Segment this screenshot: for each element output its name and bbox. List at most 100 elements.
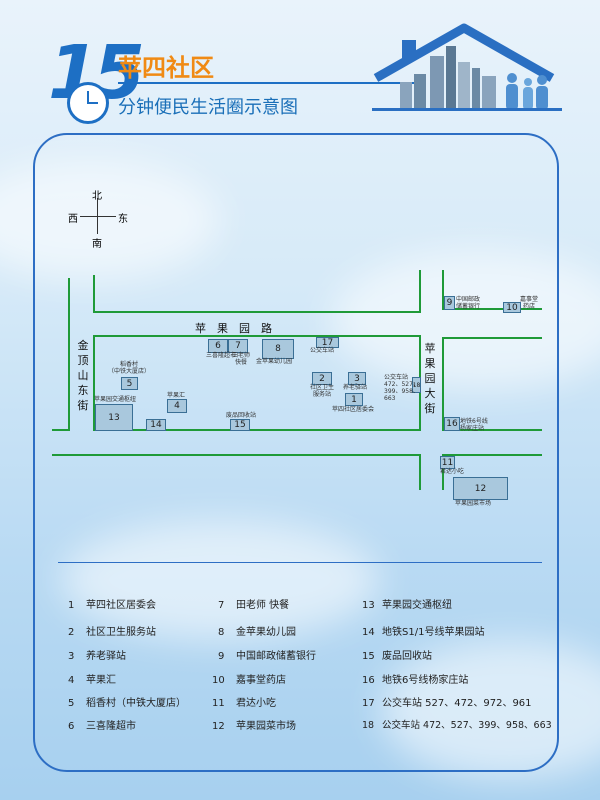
legend-num: 3 — [68, 651, 75, 662]
compass-west: 西 — [68, 214, 78, 225]
legend-text: 社区卫生服务站 — [86, 627, 156, 638]
legend-num: 6 — [68, 721, 75, 732]
legend-num: 12 — [212, 721, 225, 732]
legend-num: 11 — [212, 698, 225, 709]
compass-east: 东 — [118, 214, 128, 225]
legend-item: 5 稻香村（中铁大厦店） — [68, 694, 186, 709]
legend-text: 稻香村（中铁大厦店） — [86, 698, 186, 709]
compass-south: 南 — [92, 239, 102, 250]
legend-num: 10 — [212, 675, 225, 686]
marker-5[interactable]: 5 — [121, 377, 138, 390]
legend-num: 2 — [68, 627, 75, 638]
legend-num: 5 — [68, 698, 75, 709]
marker-2[interactable]: 2 — [312, 372, 332, 385]
marker-2-label: 社区卫生 服务站 — [310, 384, 335, 398]
marker-4-label: 苹果汇 — [167, 392, 186, 399]
street-jindingshan-east: 金顶山东街 — [77, 339, 89, 412]
legend-num: 15 — [362, 651, 375, 662]
legend-num: 17 — [362, 698, 375, 709]
marker-11-label: 君达小吃 — [440, 468, 465, 475]
legend-text: 废品回收站 — [382, 651, 432, 662]
clock-icon — [67, 82, 109, 124]
map-frame — [33, 133, 559, 772]
marker-13-label: 苹果园交通枢纽 — [94, 396, 137, 403]
legend-item: 15 废品回收站 — [362, 647, 432, 662]
page-subtitle: 分钟便民生活圈示意图 — [118, 97, 298, 118]
marker-14[interactable]: 14 — [146, 419, 166, 431]
legend-num: 4 — [68, 675, 75, 686]
legend-item: 8 金苹果幼儿园 — [218, 623, 296, 638]
legend-text: 中国邮政储蓄银行 — [236, 651, 316, 662]
marker-18[interactable]: 18 — [412, 377, 421, 393]
legend-num: 16 — [362, 675, 375, 686]
marker-6[interactable]: 6 — [208, 339, 228, 353]
legend-item: 11 君达小吃 — [212, 694, 276, 709]
legend-item: 14 地铁S1/1号线苹果园站 — [362, 623, 484, 638]
marker-9[interactable]: 9 — [444, 296, 455, 310]
legend-text: 苹果汇 — [86, 675, 116, 686]
marker-1[interactable]: 1 — [345, 393, 363, 406]
marker-1-label: 苹四社区居委会 — [332, 406, 375, 413]
legend-text: 苹果园菜市场 — [236, 721, 296, 732]
legend-num: 8 — [218, 627, 225, 638]
legend-text: 君达小吃 — [236, 698, 276, 709]
marker-3[interactable]: 3 — [348, 372, 366, 385]
compass-north: 北 — [92, 191, 102, 202]
page-title: 苹四社区 — [118, 54, 214, 82]
marker-18-label: 公交车站 472、527、 399、958、 663 — [384, 374, 419, 402]
legend-item: 10 嘉事堂药店 — [212, 671, 286, 686]
marker-16-label: 地铁6号线 杨家庄站 — [460, 418, 488, 432]
legend-num: 1 — [68, 600, 75, 611]
legend-text: 苹四社区居委会 — [86, 600, 156, 611]
legend-item: 1 苹四社区居委会 — [68, 596, 156, 611]
legend-text: 养老驿站 — [86, 651, 126, 662]
legend-text: 公交车站 527、472、972、961 — [382, 698, 532, 709]
legend-item: 16 地铁6号线杨家庄站 — [362, 671, 468, 686]
marker-17[interactable]: 17 — [316, 337, 339, 348]
marker-10-label: 嘉事堂 药店 — [520, 296, 539, 310]
marker-7[interactable]: 7 — [228, 339, 248, 353]
marker-8[interactable]: 8 — [262, 339, 294, 359]
legend-text: 地铁S1/1号线苹果园站 — [382, 627, 485, 638]
street-pingguoyuan-road: 苹 果 园 路 — [195, 322, 272, 335]
legend-item: 3 养老驿站 — [68, 647, 126, 662]
legend-item: 17 公交车站 527、472、972、961 — [362, 694, 532, 709]
marker-15-label: 废品回收站 — [226, 412, 257, 419]
legend-text: 公交车站 472、527、399、958、663 — [382, 720, 552, 731]
marker-12[interactable]: 12 — [453, 477, 508, 500]
legend-num: 9 — [218, 651, 225, 662]
marker-10[interactable]: 10 — [503, 302, 521, 313]
marker-6-label: 三喜隆超市 — [206, 352, 237, 359]
legend-item: 13 苹果园交通枢纽 — [362, 596, 452, 611]
legend-text: 三喜隆超市 — [86, 721, 136, 732]
legend-item: 9 中国邮政储蓄银行 — [218, 647, 316, 662]
marker-11[interactable]: 11 — [440, 456, 455, 469]
legend-text: 嘉事堂药店 — [236, 675, 286, 686]
legend-num: 14 — [362, 627, 375, 638]
legend-text: 田老师 快餐 — [236, 600, 290, 611]
legend-text: 地铁6号线杨家庄站 — [382, 675, 469, 686]
legend-item: 4 苹果汇 — [68, 671, 116, 686]
marker-5-label: 稻香村 （中铁大厦店） — [108, 361, 151, 375]
legend-num: 13 — [362, 600, 375, 611]
legend-item: 2 社区卫生服务站 — [68, 623, 156, 638]
marker-8-label: 金苹果幼儿园 — [256, 358, 293, 365]
marker-4[interactable]: 4 — [167, 399, 187, 413]
legend-item: 12 苹果园菜市场 — [212, 717, 296, 732]
marker-9-label: 中国邮政 储蓄银行 — [456, 296, 481, 310]
legend-item: 7 田老师 快餐 — [218, 596, 289, 611]
legend-item: 6 三喜隆超市 — [68, 717, 136, 732]
title-underline — [118, 82, 418, 84]
marker-15[interactable]: 15 — [230, 419, 250, 431]
legend-separator — [58, 562, 542, 563]
legend-text: 苹果园交通枢纽 — [382, 600, 452, 611]
marker-17-label: 公交车站 — [310, 347, 335, 354]
street-pingguoyuan-avenue: 苹果园大街 — [424, 342, 436, 415]
marker-13[interactable]: 13 — [95, 404, 133, 431]
house-city-icon — [372, 23, 562, 111]
legend-text: 金苹果幼儿园 — [236, 627, 296, 638]
marker-16[interactable]: 16 — [444, 417, 460, 431]
marker-12-label: 苹果园菜市场 — [455, 500, 492, 507]
legend-num: 7 — [218, 600, 225, 611]
